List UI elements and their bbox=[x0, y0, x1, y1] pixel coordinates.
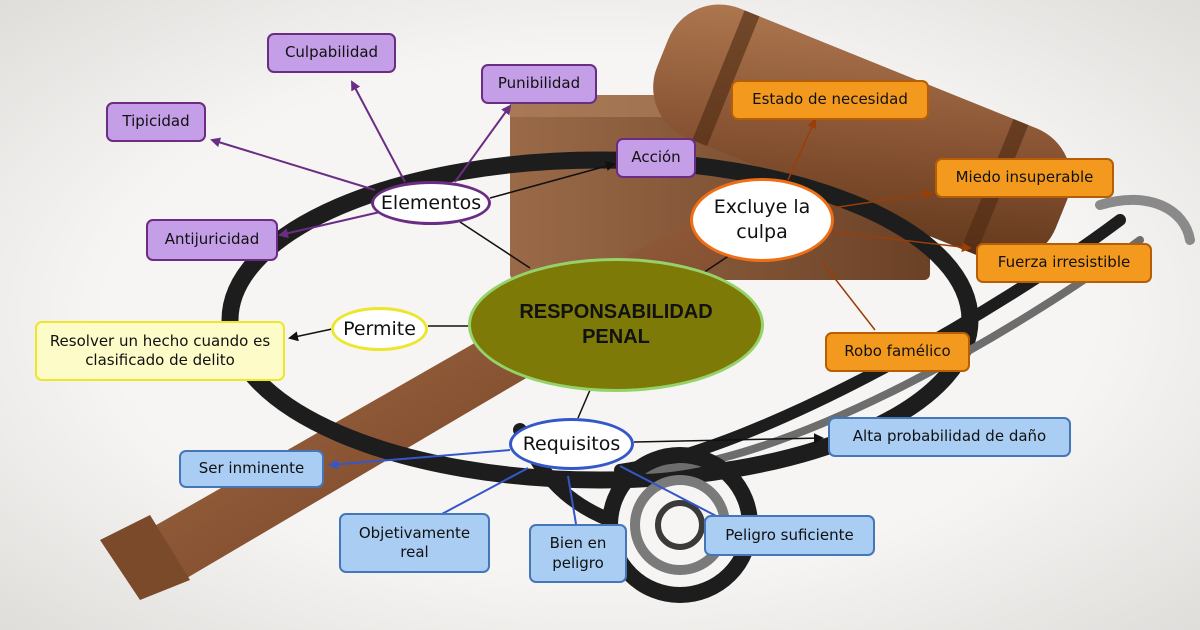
box-estado-de-necesidad: Estado de necesidad bbox=[731, 80, 929, 120]
box-accion: Acción bbox=[616, 138, 696, 178]
box-miedo-insuperable: Miedo insuperable bbox=[935, 158, 1114, 198]
box-antijuricidad: Antijuricidad bbox=[146, 219, 278, 261]
box-robo-famelico: Robo famélico bbox=[825, 332, 970, 372]
box-resolver-hecho: Resolver un hecho cuando es clasificado … bbox=[35, 321, 285, 381]
hub-elementos: Elementos bbox=[371, 181, 491, 225]
hub-excluye-la-culpa: Excluye la culpa bbox=[690, 178, 834, 262]
hub-permite: Permite bbox=[331, 307, 428, 351]
box-punibilidad: Punibilidad bbox=[481, 64, 597, 104]
box-alta-probabilidad: Alta probabilidad de daño bbox=[828, 417, 1071, 457]
box-ser-inminente: Ser inminente bbox=[179, 450, 324, 488]
box-peligro-suficiente: Peligro suficiente bbox=[704, 515, 875, 556]
box-tipicidad: Tipicidad bbox=[106, 102, 206, 142]
center-node: RESPONSABILIDAD PENAL bbox=[468, 258, 764, 392]
box-culpabilidad: Culpabilidad bbox=[267, 33, 396, 73]
box-bien-en-peligro: Bien en peligro bbox=[529, 524, 627, 583]
box-objetivamente-real: Objetivamente real bbox=[339, 513, 490, 573]
box-fuerza-irresistible: Fuerza irresistible bbox=[976, 243, 1152, 283]
hub-requisitos: Requisitos bbox=[509, 418, 634, 470]
